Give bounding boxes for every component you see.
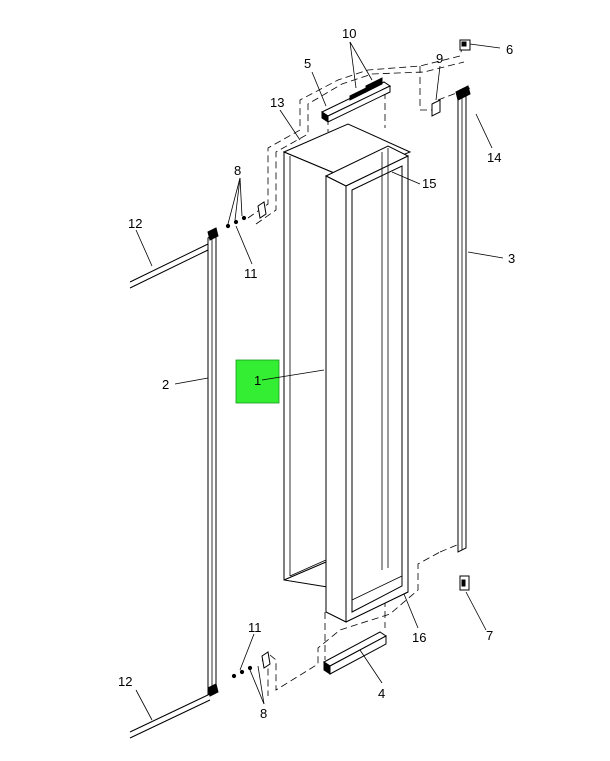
callout-15: 15 bbox=[422, 176, 436, 191]
part-7-clip bbox=[459, 575, 470, 591]
callout-12-lower: 12 bbox=[118, 674, 132, 689]
callout-5: 5 bbox=[304, 56, 311, 71]
callout-16: 16 bbox=[412, 630, 426, 645]
callout-8-upper: 8 bbox=[234, 163, 241, 178]
highlight-box[interactable] bbox=[235, 359, 280, 404]
callout-9: 9 bbox=[436, 51, 443, 66]
callout-11-lower: 11 bbox=[248, 620, 262, 635]
callout-11-upper: 11 bbox=[244, 266, 258, 281]
part-8-hardware-lower bbox=[231, 651, 271, 679]
part-9-clip bbox=[431, 99, 441, 117]
part-15-frame bbox=[324, 145, 410, 623]
part-3-trim bbox=[455, 85, 471, 553]
callout-7: 7 bbox=[486, 628, 493, 643]
callout-1: 1 bbox=[254, 373, 261, 388]
callout-6: 6 bbox=[506, 42, 513, 57]
part-4-channel bbox=[323, 631, 387, 675]
callout-2: 2 bbox=[162, 377, 169, 392]
callout-10: 10 bbox=[342, 26, 356, 41]
callout-8-lower: 8 bbox=[260, 706, 267, 721]
part-2-trim bbox=[207, 227, 219, 697]
callout-3: 3 bbox=[508, 251, 515, 266]
part-12-rod-lower bbox=[129, 693, 211, 739]
callout-12-upper: 12 bbox=[128, 216, 142, 231]
part-12-rod-upper bbox=[129, 243, 209, 289]
part-5-channel bbox=[320, 81, 392, 123]
part-6-clip bbox=[459, 39, 471, 51]
callout-13: 13 bbox=[270, 95, 284, 110]
callout-4: 4 bbox=[378, 686, 385, 701]
callouts: 1 2 3 4 5 6 7 8 8 9 10 11 11 12 12 13 14… bbox=[118, 26, 515, 721]
part-8-hardware-upper bbox=[225, 201, 267, 229]
leader-lines bbox=[135, 41, 504, 721]
callout-14: 14 bbox=[487, 150, 501, 165]
part-10-clips bbox=[349, 77, 383, 101]
